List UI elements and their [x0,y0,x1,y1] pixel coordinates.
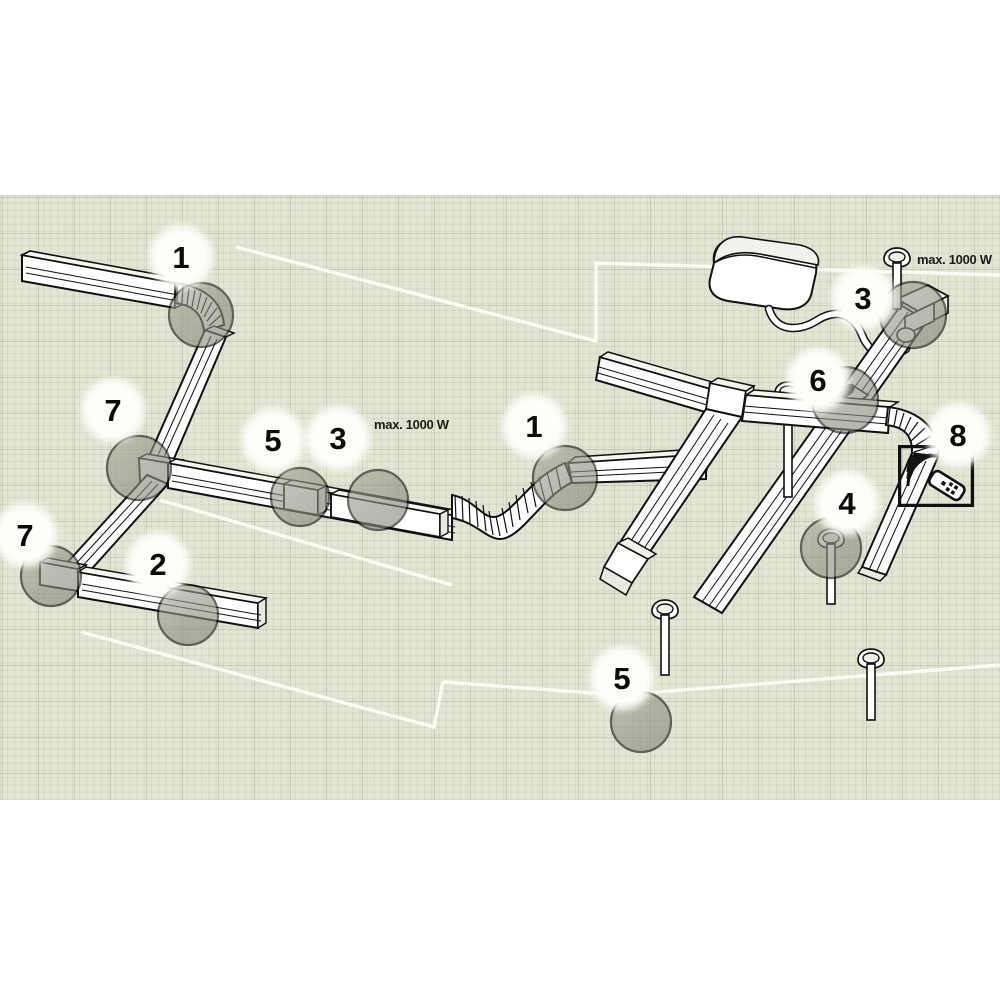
radio-signal-icon [906,453,940,487]
max-power-label-left: max. 1000 W [374,417,449,432]
callout-badge-1-flexible-corner-connector[interactable]: 1 [156,232,206,282]
callout-badge-1-flexible-corner-connector[interactable]: 1 [509,401,559,451]
straight-connector-bottom [599,537,658,597]
remote-control-icon [898,445,974,507]
callout-badge-3-power-feed-supply[interactable]: 3 [313,413,363,463]
callout-badge-3-power-feed-supply[interactable]: 3 [838,273,888,323]
max-power-label-right: max. 1000 W [917,252,992,267]
track-rail-bottom-right-descending [856,451,940,582]
ceiling-mount-rod-lower-left [651,599,679,676]
callout-badge-2-track-rail-section[interactable]: 2 [133,539,183,589]
callout-badge-7-t-connector[interactable]: 7 [0,510,50,560]
remote-handset-icon [927,469,966,502]
callout-badge-8-remote-control[interactable]: 8 [933,410,983,460]
track-system-illustration [19,235,1000,754]
track-rail-cross-left-arm [594,351,728,416]
transformer-box [708,235,820,311]
callout-badge-7-t-connector[interactable]: 7 [88,385,138,435]
callout-badge-5-straight-connector-end-cap[interactable]: 5 [248,415,298,465]
callout-badge-4-ceiling-suspension-mount[interactable]: 4 [822,478,872,528]
callout-badge-6-dimmer-switch-module[interactable]: 6 [793,355,843,405]
ceiling-mount-rod-lower-right [857,648,885,721]
callout-badge-5-straight-connector-end-cap[interactable]: 5 [597,653,647,703]
